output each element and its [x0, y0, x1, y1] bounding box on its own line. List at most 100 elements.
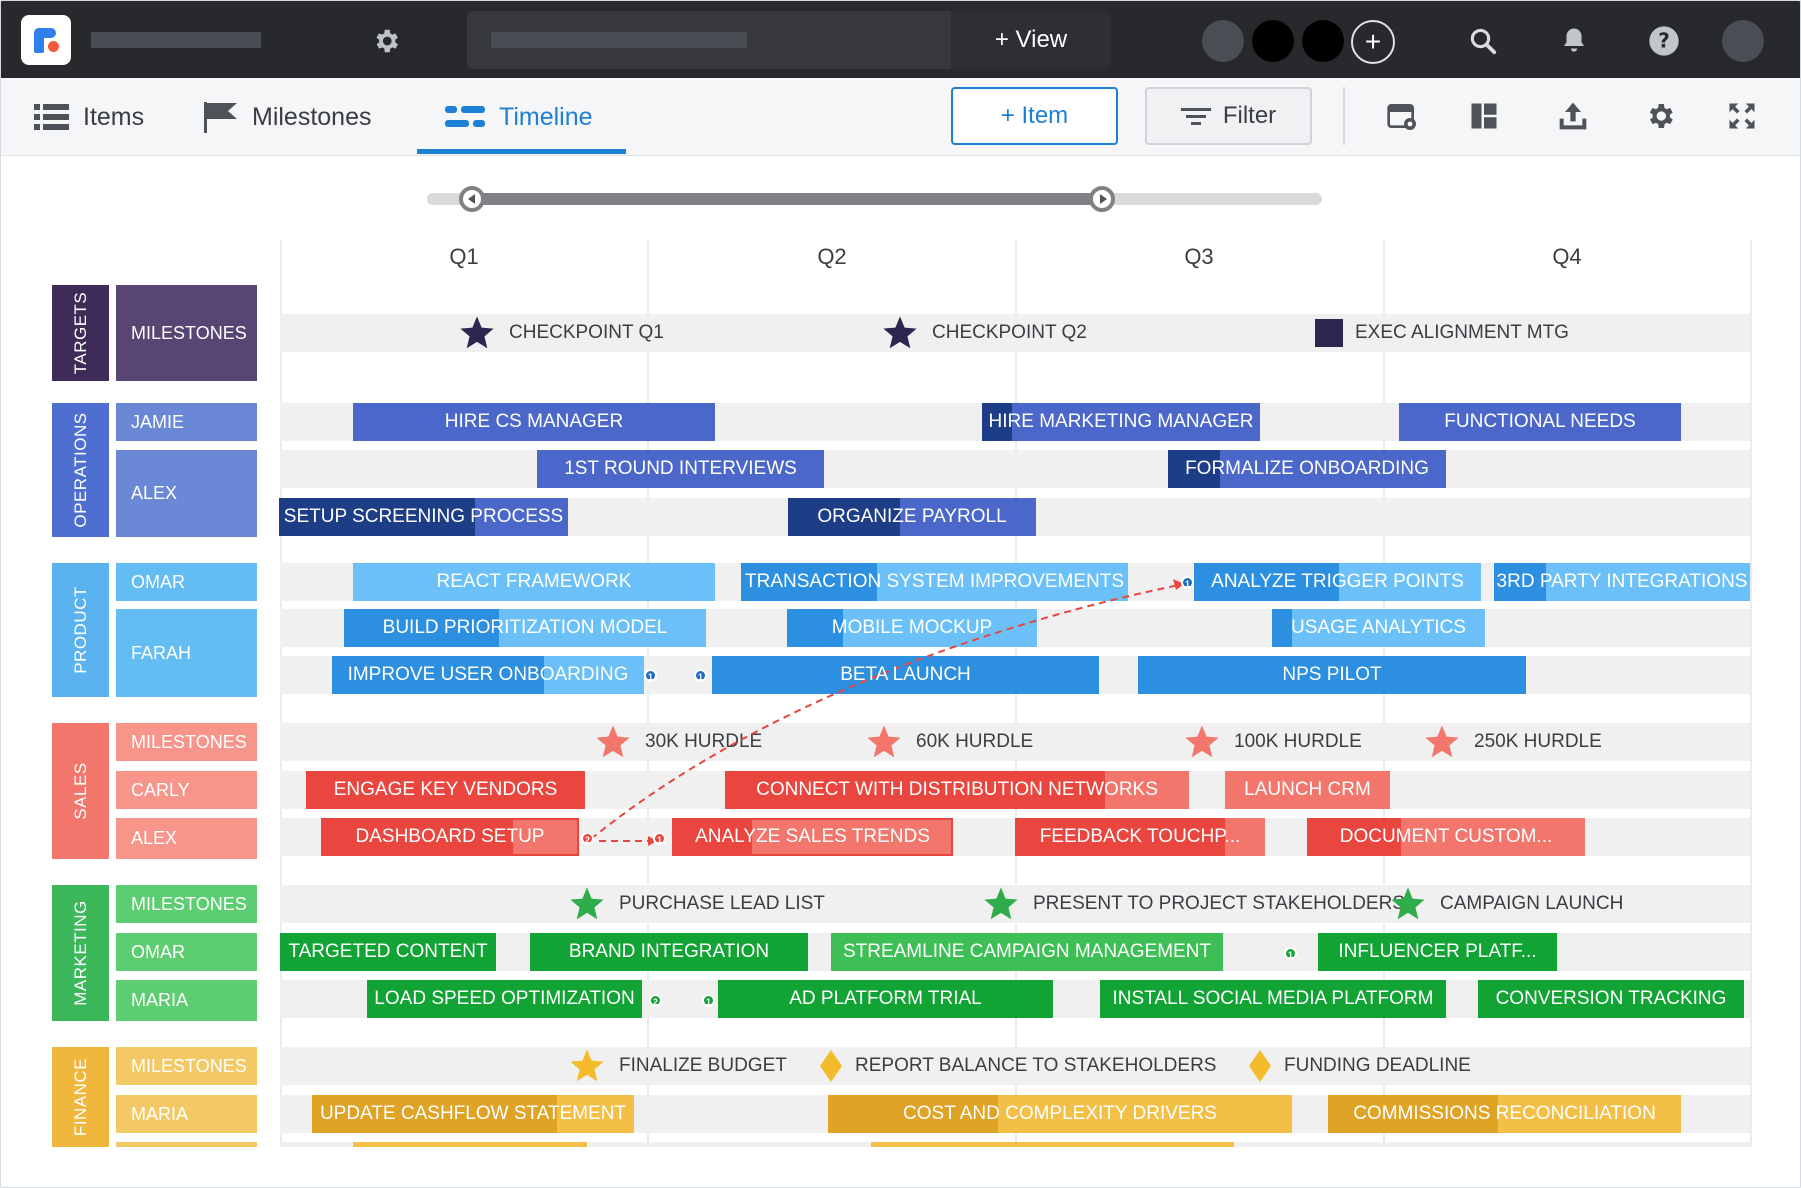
add-view-button[interactable]: + View: [951, 11, 1111, 69]
task-bar[interactable]: TRANSACTION SYSTEM IMPROVEMENTS: [741, 563, 1128, 601]
milestone-100k-hurdle[interactable]: 100K HURDLE: [1182, 723, 1362, 761]
task-bar[interactable]: UPDATE CASHFLOW STATEMENT: [312, 1095, 634, 1133]
app-logo[interactable]: [21, 15, 71, 65]
task-bar[interactable]: REACT FRAMEWORK: [353, 563, 715, 601]
dependency-badge[interactable]: 1: [644, 669, 657, 682]
help-icon[interactable]: ?: [1644, 21, 1684, 61]
slider-start-handle[interactable]: [459, 186, 485, 212]
group-label-finance[interactable]: FINANCE: [52, 1047, 109, 1147]
task-bar[interactable]: AD PLATFORM TRIAL: [718, 980, 1053, 1018]
group-label-sales[interactable]: SALES: [52, 723, 109, 859]
task-bar[interactable]: SETUP SCREENING PROCESS: [279, 498, 568, 536]
task-bar[interactable]: CONVERSION TRACKING: [1478, 980, 1744, 1018]
avatar[interactable]: [1202, 20, 1244, 62]
milestone-finalize-budget[interactable]: FINALIZE BUDGET: [567, 1047, 787, 1085]
row-label-alex[interactable]: ALEX: [116, 450, 257, 537]
fullscreen-icon[interactable]: [1719, 93, 1765, 139]
row-label-maria[interactable]: MARIA: [116, 1095, 257, 1133]
task-bar[interactable]: NPS PILOT: [1138, 656, 1526, 694]
task-bar[interactable]: 3RD PARTY INTEGRATIONS: [1494, 563, 1750, 601]
task-bar[interactable]: LAUNCH CRM: [1225, 771, 1390, 809]
group-label-targets[interactable]: TARGETS: [52, 285, 109, 381]
task-bar[interactable]: ENGAGE KEY VENDORS: [306, 771, 585, 809]
task-bar[interactable]: FORMALIZE ONBOARDING: [1168, 450, 1446, 488]
milestone-funding-deadline[interactable]: FUNDING DEADLINE: [1248, 1047, 1471, 1085]
dependency-badge[interactable]: 1: [1284, 947, 1297, 960]
row-label-farah[interactable]: FARAH: [116, 609, 257, 697]
task-bar[interactable]: USAGE ANALYTICS: [1272, 609, 1485, 647]
avatar[interactable]: [1302, 20, 1344, 62]
milestone-60k-hurdle[interactable]: 60K HURDLE: [864, 723, 1033, 761]
row-label-maria[interactable]: MARIA: [116, 980, 257, 1021]
dependency-badge[interactable]: 1: [1181, 576, 1194, 589]
row-label-milestones[interactable]: MILESTONES: [116, 723, 257, 761]
row-label-omar[interactable]: OMAR: [116, 933, 257, 971]
tab-items[interactable]: Items: [34, 78, 144, 156]
dependency-badge[interactable]: 2: [649, 994, 662, 1007]
milestone-checkpoint-q1[interactable]: CHECKPOINT Q1: [457, 314, 664, 352]
task-bar[interactable]: IMPROVE USER ONBOARDING: [332, 656, 644, 694]
group-label-operations[interactable]: OPERATIONS: [52, 403, 109, 537]
milestone-purchase-lead-list[interactable]: PURCHASE LEAD LIST: [567, 885, 825, 923]
milestone-250k-hurdle[interactable]: 250K HURDLE: [1422, 723, 1602, 761]
task-bar[interactable]: [353, 1142, 587, 1147]
group-label-marketing[interactable]: MARKETING: [52, 885, 109, 1021]
task-bar[interactable]: HIRE MARKETING MANAGER: [982, 403, 1260, 441]
task-bar[interactable]: BUILD PRIORITIZATION MODEL: [344, 609, 706, 647]
row-label-alex[interactable]: ALEX: [116, 818, 257, 859]
calendar-settings-icon[interactable]: [1379, 93, 1425, 139]
export-icon[interactable]: [1550, 93, 1596, 139]
task-bar[interactable]: BRAND INTEGRATION: [530, 933, 808, 971]
row-label-milestones[interactable]: MILESTONES: [116, 285, 257, 381]
task-bar[interactable]: DOCUMENT CUSTOM...: [1307, 818, 1585, 856]
dependency-badge[interactable]: 1: [702, 994, 715, 1007]
dependency-badge[interactable]: 1: [653, 832, 666, 845]
task-bar[interactable]: COST AND COMPLEXITY DRIVERS: [828, 1095, 1292, 1133]
dependency-badge[interactable]: 2: [581, 832, 594, 845]
task-bar[interactable]: COMMISSIONS RECONCILIATION: [1328, 1095, 1681, 1133]
settings-icon[interactable]: [1637, 93, 1683, 139]
gear-icon[interactable]: [366, 21, 406, 61]
milestone-exec-alignment-mtg[interactable]: EXEC ALIGNMENT MTG: [1315, 314, 1569, 352]
task-bar[interactable]: INSTALL SOCIAL MEDIA PLATFORM: [1100, 980, 1446, 1018]
tab-timeline[interactable]: Timeline: [445, 78, 593, 156]
row-label-milestones[interactable]: MILESTONES: [116, 885, 257, 923]
task-bar[interactable]: 1ST ROUND INTERVIEWS: [537, 450, 824, 488]
add-member-icon[interactable]: +: [1351, 20, 1395, 64]
milestone-report-balance-to-stakeholders[interactable]: REPORT BALANCE TO STAKEHOLDERS: [819, 1047, 1216, 1085]
task-bar[interactable]: CONNECT WITH DISTRIBUTION NETWORKS: [725, 771, 1189, 809]
milestone-present-to-project-stakeholders[interactable]: PRESENT TO PROJECT STAKEHOLDERS: [981, 885, 1405, 923]
task-bar[interactable]: ANALYZE SALES TRENDS: [672, 818, 953, 856]
group-label-product[interactable]: PRODUCT: [52, 563, 109, 697]
search-icon[interactable]: [1463, 21, 1503, 61]
row-label-milestones[interactable]: MILESTONES: [116, 1047, 257, 1085]
layout-icon[interactable]: [1461, 93, 1507, 139]
avatar[interactable]: [1252, 20, 1294, 62]
workspace-name-placeholder[interactable]: [91, 32, 261, 48]
task-bar[interactable]: ANALYZE TRIGGER POINTS: [1194, 563, 1481, 601]
task-bar[interactable]: HIRE CS MANAGER: [353, 403, 715, 441]
milestone-campaign-launch[interactable]: CAMPAIGN LAUNCH: [1388, 885, 1623, 923]
task-bar[interactable]: [871, 1142, 1234, 1147]
row-label-omar[interactable]: OMAR: [116, 563, 257, 601]
task-bar[interactable]: FUNCTIONAL NEEDS: [1399, 403, 1681, 441]
row-label-carly[interactable]: CARLY: [116, 771, 257, 809]
task-bar[interactable]: STREAMLINE CAMPAIGN MANAGEMENT: [831, 933, 1223, 971]
task-bar[interactable]: LOAD SPEED OPTIMIZATION: [367, 980, 642, 1018]
slider-end-handle[interactable]: [1089, 186, 1115, 212]
add-item-button[interactable]: + Item: [951, 87, 1118, 145]
tab-milestones[interactable]: Milestones: [204, 78, 372, 156]
task-bar[interactable]: BETA LAUNCH: [712, 656, 1099, 694]
task-bar[interactable]: FEEDBACK TOUCHP...: [1015, 818, 1265, 856]
user-avatar[interactable]: [1722, 20, 1764, 62]
milestone-30k-hurdle[interactable]: 30K HURDLE: [593, 723, 762, 761]
task-bar[interactable]: MOBILE MOCKUP: [787, 609, 1037, 647]
task-bar[interactable]: ORGANIZE PAYROLL: [788, 498, 1036, 536]
bell-icon[interactable]: [1554, 21, 1594, 61]
dependency-badge[interactable]: 1: [694, 669, 707, 682]
task-bar[interactable]: TARGETED CONTENT: [280, 933, 496, 971]
task-bar[interactable]: DASHBOARD SETUP: [321, 818, 579, 856]
milestone-checkpoint-q2[interactable]: CHECKPOINT Q2: [880, 314, 1087, 352]
filter-button[interactable]: Filter: [1145, 87, 1312, 145]
row-label-jamie[interactable]: JAMIE: [116, 403, 257, 441]
